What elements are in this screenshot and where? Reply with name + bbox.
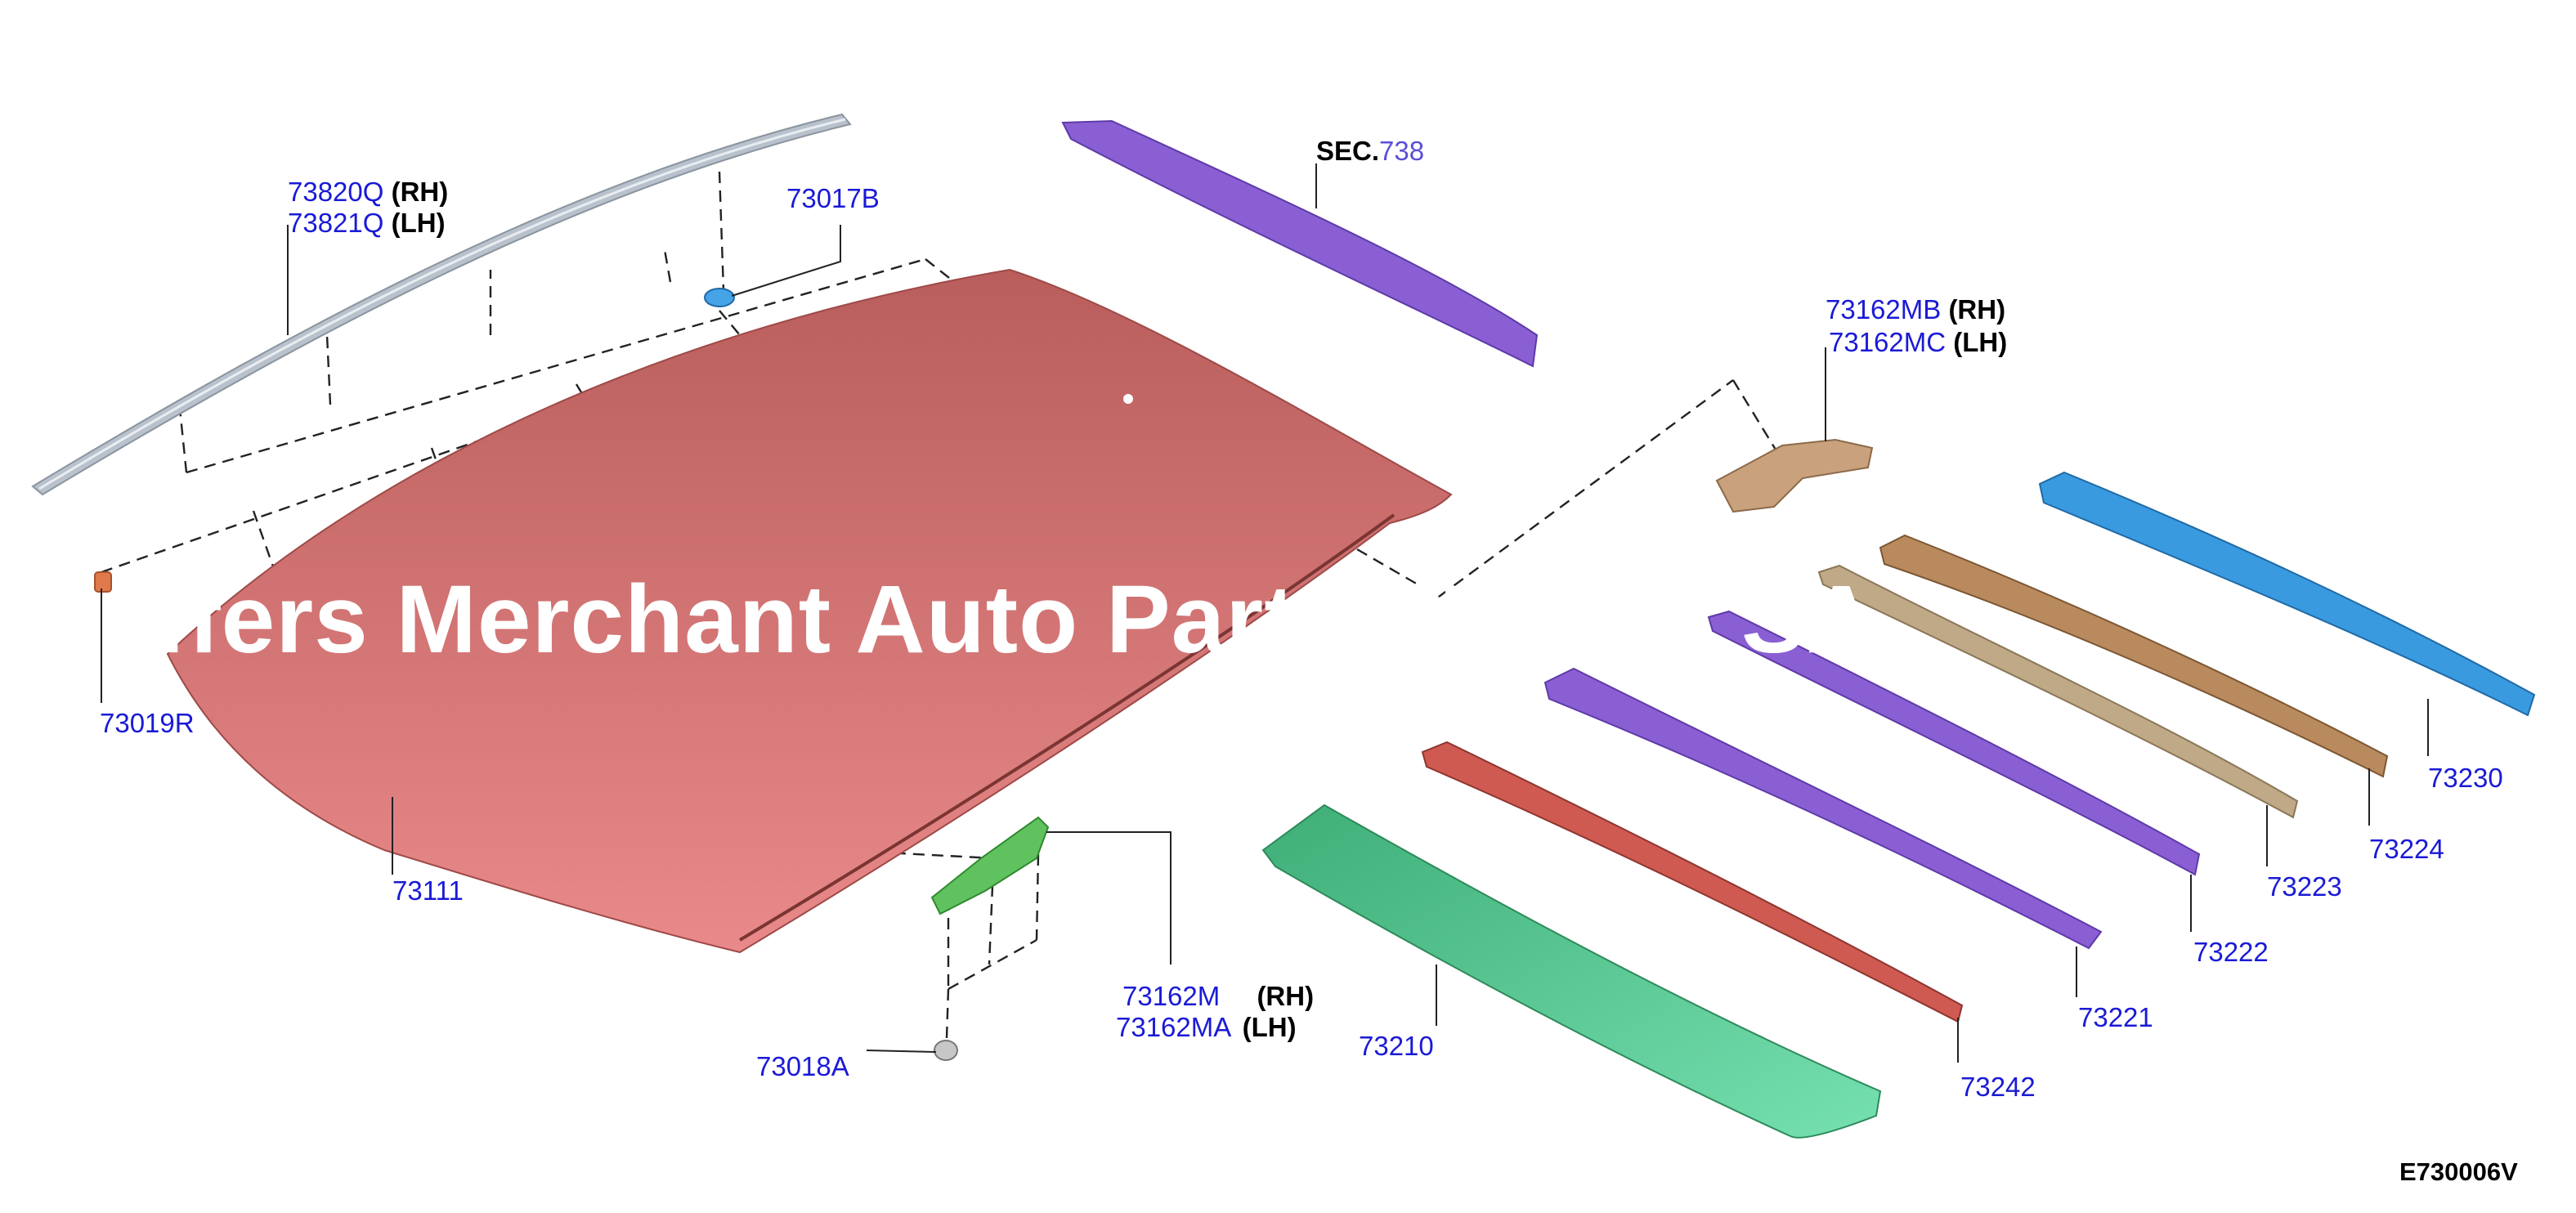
label-73230: 73230 (2428, 763, 2503, 793)
sec738-part (1061, 119, 1539, 368)
clip-73019r-part (94, 571, 112, 593)
label-73019r: 73019R (100, 708, 195, 738)
part-number: 73821Q (288, 208, 384, 238)
label-73017b: 73017B (786, 183, 880, 213)
label-73221: 73221 (2078, 1002, 2153, 1032)
watermark-text: ffers Merchant Auto Parts STORE SA (155, 566, 1877, 674)
rail-73221-part (1543, 667, 2103, 950)
label-73162m: 73162M (RH) (1122, 982, 1314, 1009)
part-number: 73162M (1122, 981, 1221, 1011)
rail-73210-part (1261, 803, 1882, 1139)
rail-73242-part (1421, 741, 1964, 1023)
rail-73224-part (1879, 534, 2389, 778)
section-number: 738 (1379, 136, 1425, 166)
label-73018a: 73018A (756, 1051, 849, 1081)
label-73162mc: 73162MC (LH) (1829, 329, 2007, 356)
side-indicator: (LH) (1242, 1012, 1297, 1042)
section-prefix: SEC. (1316, 136, 1380, 166)
rail-73222-part (1707, 610, 2201, 876)
label-73210: 73210 (1359, 1031, 1434, 1061)
roof-panel-part (166, 268, 1453, 954)
rail-73230-part (2038, 471, 2536, 717)
label-73820q: 73820Q (RH) (288, 178, 448, 205)
label-73162ma: 73162MA (LH) (1116, 1014, 1297, 1041)
label-sec738: SEC.738 (1316, 137, 1424, 164)
side-indicator: (RH) (1948, 294, 2006, 325)
side-indicator: (LH) (391, 208, 446, 238)
part-number: 73162MB (1826, 294, 1942, 325)
label-73223: 73223 (2267, 871, 2342, 902)
clip-73017b-part (704, 288, 735, 307)
label-73224: 73224 (2369, 834, 2444, 864)
label-73821q: 73821Q (LH) (288, 209, 446, 236)
roof-molding-highlight (38, 118, 846, 490)
figure-code: E730006V (2399, 1157, 2518, 1186)
bolt-73018a-part (934, 1040, 958, 1061)
label-73242: 73242 (1960, 1072, 2036, 1102)
label-73111: 73111 (392, 875, 464, 906)
side-indicator: (RH) (1257, 981, 1315, 1011)
bracket-73162mb-part (1715, 438, 1874, 513)
bracket-73162m-part (930, 816, 1050, 915)
leader-lines (101, 163, 2429, 1063)
part-number: 73820Q (288, 177, 384, 207)
roof-hole (1123, 394, 1133, 404)
side-indicator: (LH) (1953, 327, 2008, 357)
rail-73223-part (1817, 564, 2299, 819)
part-number: 73162MA (1116, 1012, 1230, 1042)
label-73222: 73222 (2193, 937, 2269, 967)
part-number: 73162MC (1829, 327, 1947, 357)
label-73162mb: 73162MB (RH) (1826, 296, 2005, 323)
side-indicator: (RH) (391, 177, 449, 207)
roof-panel-edge (738, 513, 1396, 942)
roof-molding-part (31, 113, 852, 496)
